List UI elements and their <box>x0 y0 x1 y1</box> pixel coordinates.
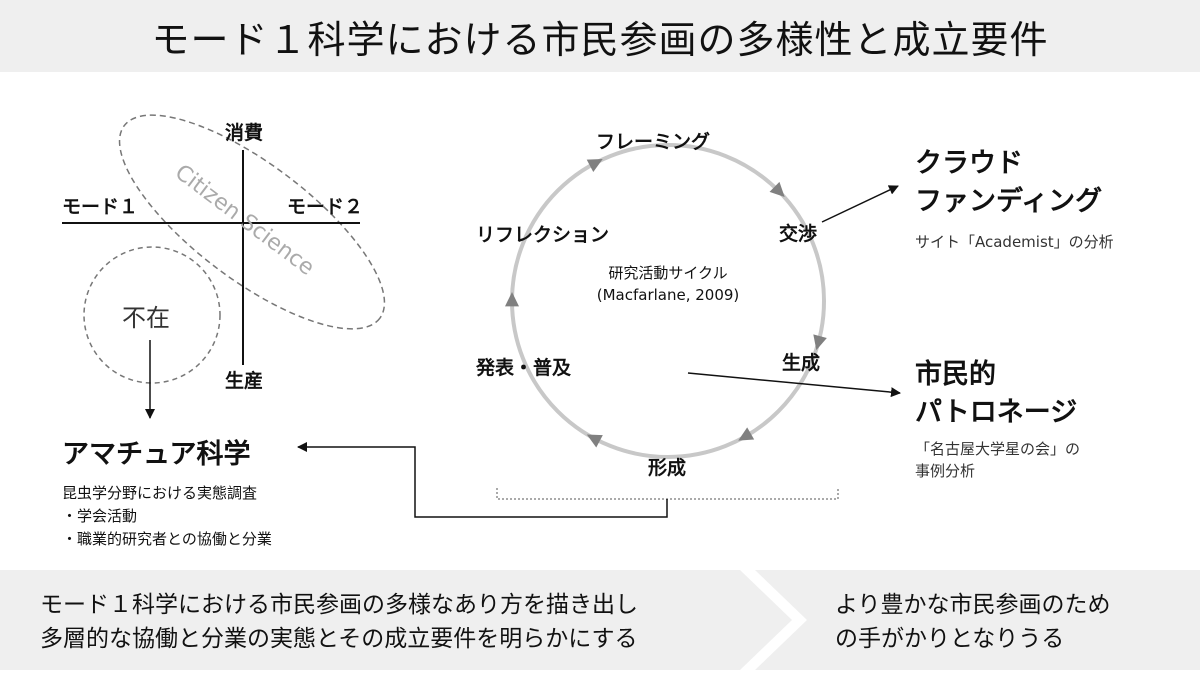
bottom-band-right <box>755 570 1200 670</box>
absent-label: 不在 <box>122 304 170 332</box>
cycle-arrowhead-6 <box>586 159 603 172</box>
arrow-to-patronage <box>687 372 901 398</box>
cycle-arrowhead-2 <box>813 334 827 351</box>
quadrant-right-label: モード２ <box>287 196 364 218</box>
crowdfunding-title: クラウド ファンディング <box>915 145 1102 221</box>
cycle-direction-arrows <box>505 159 827 448</box>
amateur-line-2: ・学会活動 <box>62 507 138 525</box>
amateur-line-1: 昆虫学分野における実態調査 <box>62 484 258 502</box>
absent-circle <box>83 246 221 384</box>
cycle-stage-dissemination: 発表・普及 <box>476 357 572 379</box>
bracket-to-amateur-arrow <box>297 442 668 518</box>
quadrant-bottom-label: 生産 <box>225 370 264 392</box>
cycle-bracket <box>496 488 839 500</box>
patronage-note: 「名古屋大学星の会」の 事例分析 <box>915 438 1080 482</box>
cycle-arrowhead-1 <box>769 181 785 198</box>
cycle-stage-negotiation: 交渉 <box>779 223 818 245</box>
amateur-science-title: アマチュア科学 <box>62 439 251 470</box>
bottom-right-line-2: の手がかりとなりうる <box>835 626 1065 652</box>
crowdfunding-title-line-2: ファンディング <box>915 186 1103 217</box>
bottom-left-line-2: 多層的な協働と分業の実態とその成立要件を明らかにする <box>40 626 638 652</box>
quadrant-left-label: モード１ <box>62 196 139 218</box>
patronage-note-line-1: 「名古屋大学星の会」の <box>915 440 1081 458</box>
cycle-arrowhead-3 <box>738 427 755 441</box>
crowdfunding-note: サイト「Academist」の分析 <box>915 233 1114 251</box>
bottom-left-line-1: モード１科学における市民参画の多様なあり方を描き出し <box>40 592 638 618</box>
amateur-line-3: ・職業的研究者との協働と分業 <box>62 530 272 548</box>
bottom-right-line-1: より豊かな市民参画のため <box>835 592 1111 618</box>
crowdfunding-title-line-1: クラウド <box>915 148 1023 179</box>
patronage-note-line-2: 事例分析 <box>915 462 976 480</box>
citizen-science-ellipse <box>118 114 386 330</box>
page-title: モード１科学における市民参画の多様性と成立要件 <box>151 17 1049 62</box>
cycle-center-title: 研究活動サイクル <box>608 264 728 282</box>
bottom-right-text: より豊かな市民参画のため の手がかりとなりうる <box>835 588 1111 656</box>
quadrant-top-label: 消費 <box>225 122 264 144</box>
cycle-stage-generation: 生成 <box>782 352 821 374</box>
cycle-stage-formation: 形成 <box>648 457 687 479</box>
cycle-stage-reflection: リフレクション <box>476 224 610 246</box>
cycle-arrowhead-5 <box>505 292 519 307</box>
bottom-left-text: モード１科学における市民参画の多様なあり方を描き出し 多層的な協働と分業の実態と… <box>40 588 638 656</box>
cycle-stage-framing: フレーミング <box>596 131 711 153</box>
cycle-center-label: 研究活動サイクル (Macfarlane, 2009) <box>578 262 758 306</box>
arrow-to-crowdfunding <box>821 185 899 223</box>
bottom-band-left <box>0 570 792 670</box>
title-bar: モード１科学における市民参画の多様性と成立要件 <box>0 0 1200 72</box>
patronage-title-line-2: パトロネージ <box>915 397 1078 428</box>
patronage-title: 市民的 パトロネージ <box>915 356 1077 432</box>
cycle-center-citation: (Macfarlane, 2009) <box>596 286 740 304</box>
cycle-arrowhead-4 <box>586 434 603 448</box>
patronage-title-line-1: 市民的 <box>915 359 996 390</box>
amateur-science-details: 昆虫学分野における実態調査 ・学会活動 ・職業的研究者との協働と分業 <box>62 482 272 551</box>
